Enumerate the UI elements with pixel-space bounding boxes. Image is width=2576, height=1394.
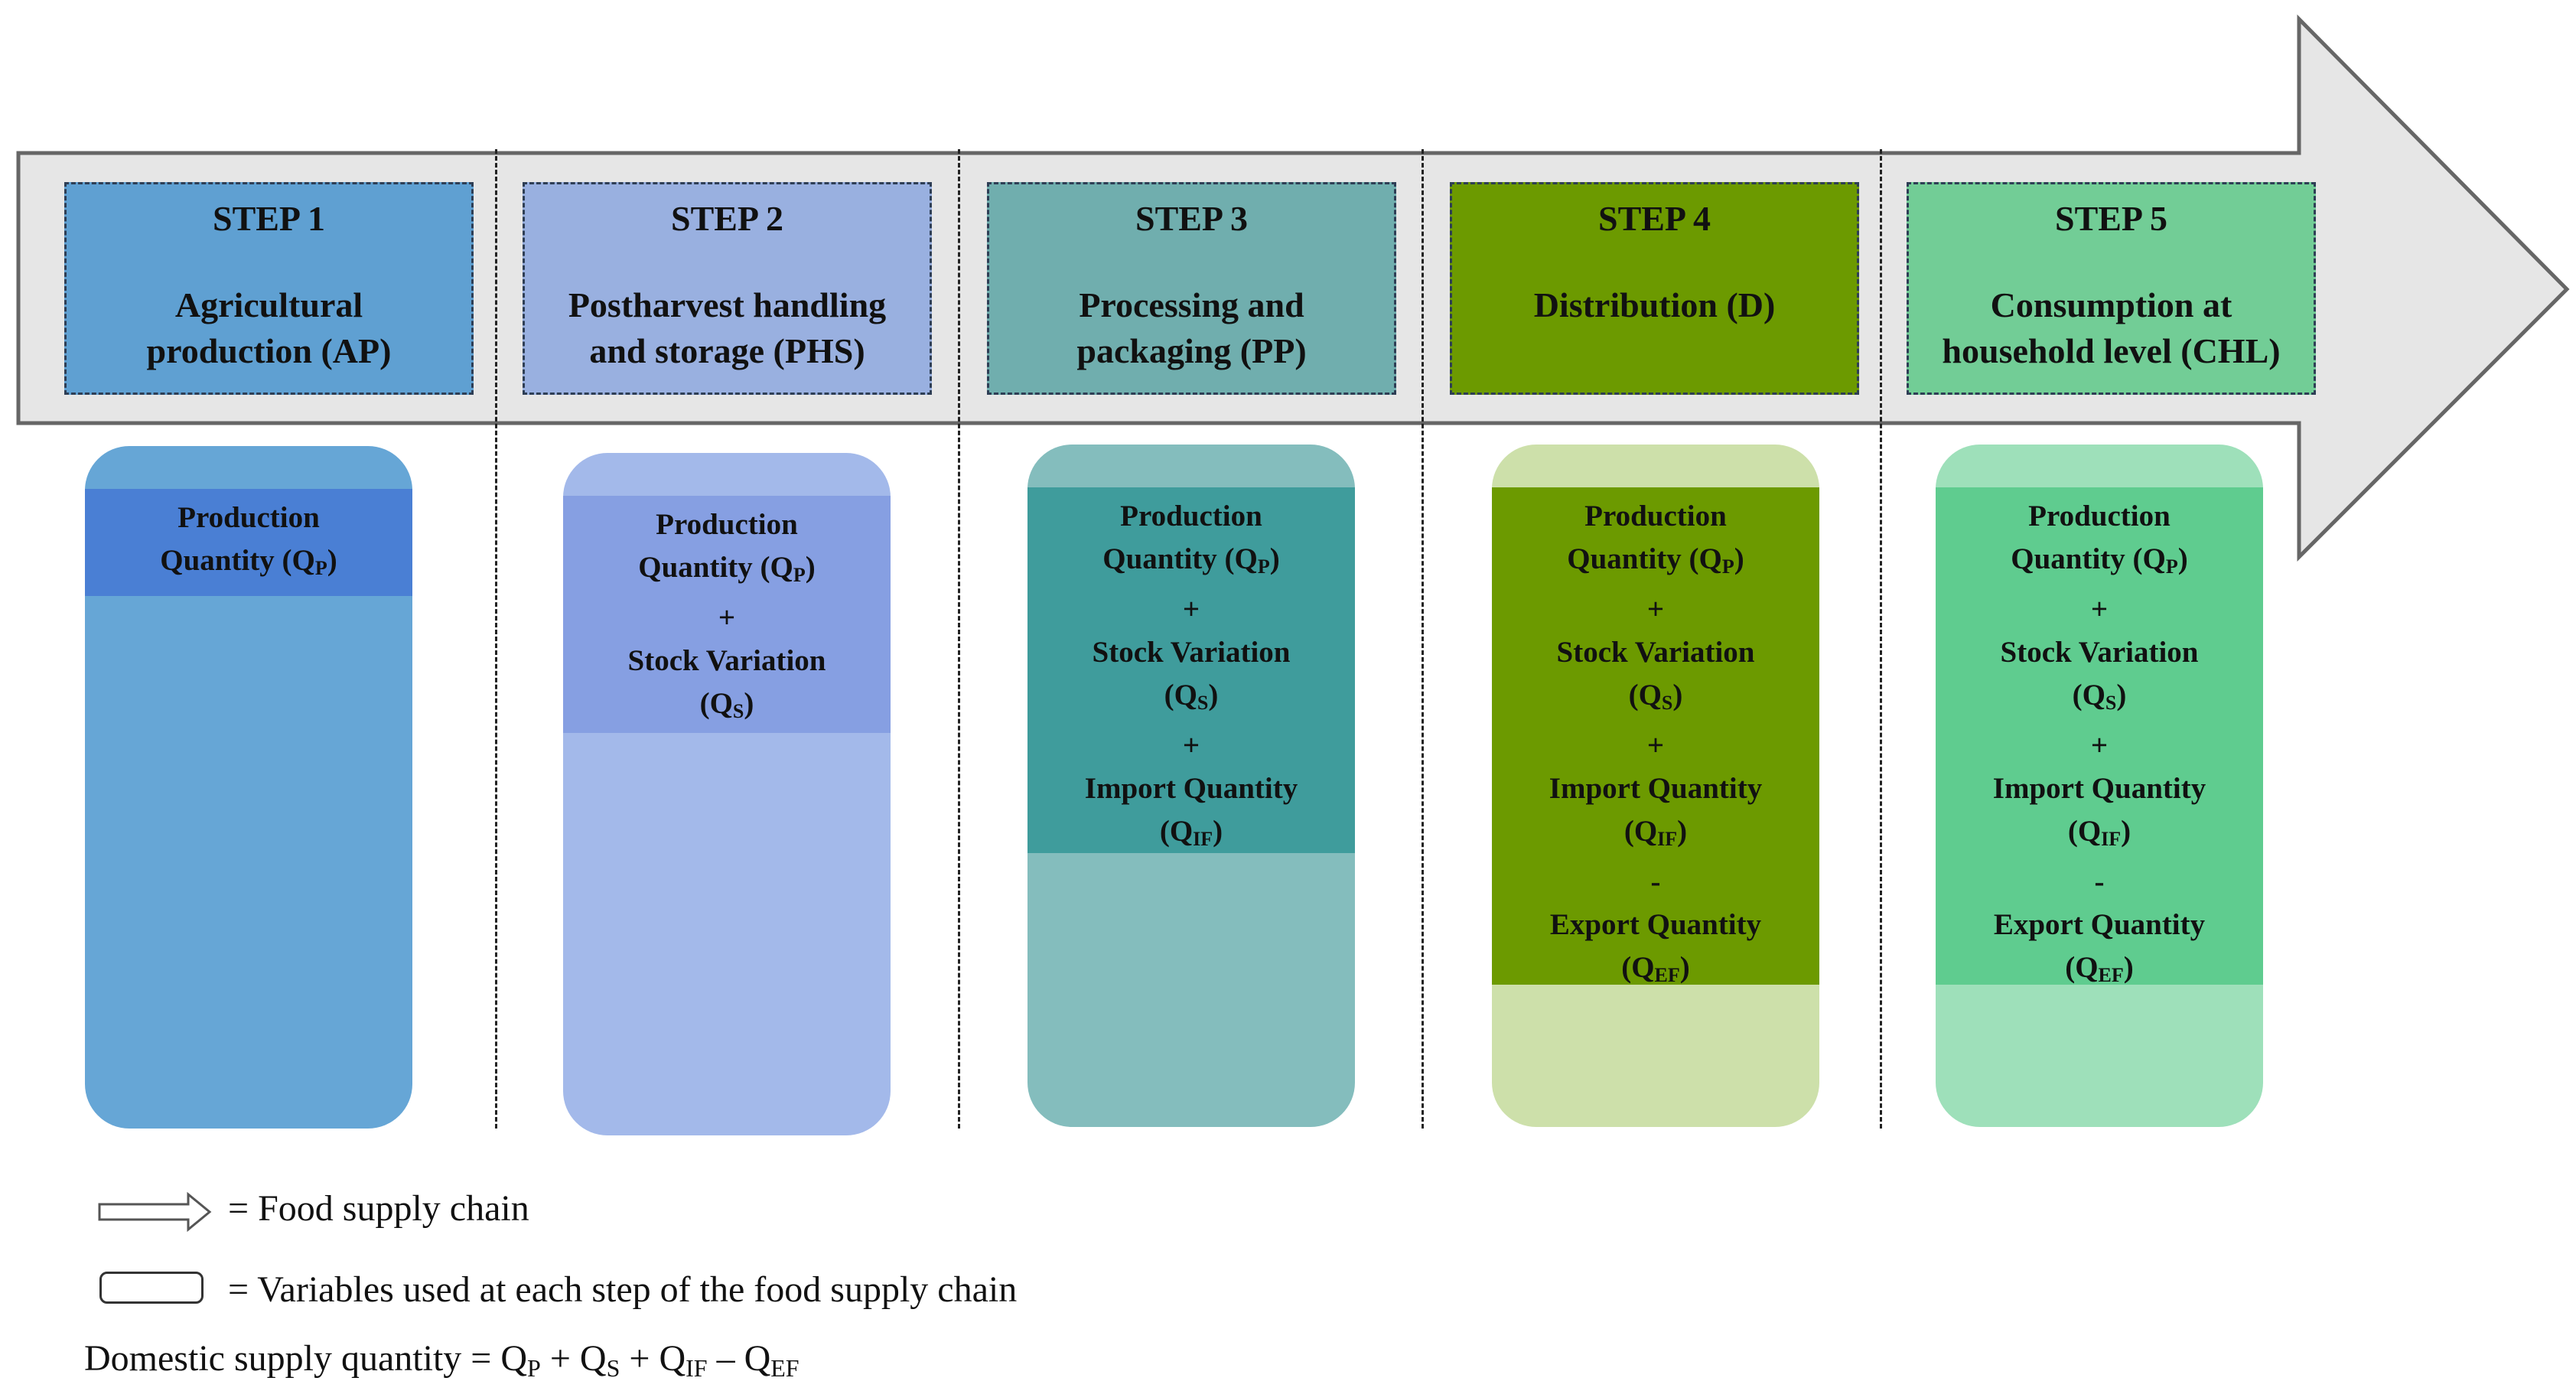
import-quantity-symbol: (QIF) xyxy=(2067,815,2131,850)
step-name-line: Consumption at xyxy=(1990,285,2232,324)
plus-operator: + xyxy=(1646,593,1665,626)
production-label: Production xyxy=(2028,500,2171,533)
export-quantity-symbol: (QEF) xyxy=(1621,951,1690,986)
production-quantity-label: Quantity (QP) xyxy=(1102,542,1280,578)
minus-operator: - xyxy=(1650,865,1661,898)
step-name: Agricultural production (AP) xyxy=(67,282,471,374)
minus-operator: - xyxy=(2094,865,2105,898)
step-1-header: STEP 1 Agricultural production (AP) xyxy=(64,182,474,395)
legend-box-icon xyxy=(99,1272,204,1304)
stock-variation-symbol: (QS) xyxy=(1628,679,1683,714)
step-name-line: and storage (PHS) xyxy=(589,331,865,370)
step-title: STEP 5 xyxy=(2054,199,2167,238)
step-name: Consumption at household level (CHL) xyxy=(1909,282,2314,374)
legend-arrow-icon xyxy=(98,1192,212,1232)
stock-variation-label: Stock Variation xyxy=(1556,636,1755,669)
step-3-header: STEP 3 Processing and packaging (PP) xyxy=(987,182,1396,395)
step-title: STEP 1 xyxy=(212,199,325,238)
production-label: Production xyxy=(1584,500,1727,533)
stock-variation-label: Stock Variation xyxy=(1092,636,1291,669)
step-name-line: Distribution (D) xyxy=(1533,285,1776,324)
legend-arrow-text: = Food supply chain xyxy=(228,1188,529,1229)
step-1-variables-box: Production Quantity (QP) xyxy=(85,446,412,1129)
step-name: Distribution (D) xyxy=(1452,282,1857,328)
step-4-header: STEP 4 Distribution (D) xyxy=(1450,182,1859,395)
import-quantity-label: Import Quantity xyxy=(1992,772,2206,805)
step-divider-1 xyxy=(495,149,497,1129)
step-title: STEP 4 xyxy=(1597,199,1711,238)
import-quantity-label: Import Quantity xyxy=(1549,772,1763,805)
stock-variation-label: Stock Variation xyxy=(2000,636,2199,669)
stock-variation-symbol: (QS) xyxy=(699,687,754,722)
production-quantity-label: Quantity (QP) xyxy=(638,551,816,586)
variables-band: Production Quantity (QP) + Stock Variati… xyxy=(1936,487,2263,986)
stock-variation-symbol: (QS) xyxy=(2072,679,2127,714)
plus-operator: + xyxy=(2090,729,2109,762)
production-label: Production xyxy=(656,508,798,541)
plus-operator: + xyxy=(1646,729,1665,762)
step-title: STEP 2 xyxy=(670,199,783,238)
formula-label: Domestic supply quantity = xyxy=(84,1338,492,1379)
production-label: Production xyxy=(1120,500,1262,533)
legend-box-text: = Variables used at each step of the foo… xyxy=(228,1269,1018,1310)
production-quantity-label: Quantity (QP) xyxy=(1567,542,1744,578)
plus-operator: + xyxy=(1182,729,1200,762)
stock-variation-label: Stock Variation xyxy=(627,644,826,677)
step-divider-2 xyxy=(958,149,960,1129)
step-3-variables-box: Production Quantity (QP) + Stock Variati… xyxy=(1027,445,1355,1127)
step-title: STEP 3 xyxy=(1135,199,1248,238)
step-name: Processing and packaging (PP) xyxy=(989,282,1394,374)
step-divider-3 xyxy=(1422,149,1424,1129)
production-label: Production xyxy=(177,501,320,534)
step-name-line: household level (CHL) xyxy=(1942,331,2281,370)
step-4-variables-box: Production Quantity (QP) + Stock Variati… xyxy=(1492,445,1819,1127)
export-quantity-symbol: (QEF) xyxy=(2065,951,2134,986)
production-quantity-label: Quantity (QP) xyxy=(160,544,337,579)
step-5-variables-box: Production Quantity (QP) + Stock Variati… xyxy=(1936,445,2263,1127)
export-quantity-label: Export Quantity xyxy=(1993,908,2206,941)
step-5-header: STEP 5 Consumption at household level (C… xyxy=(1907,182,2316,395)
import-quantity-label: Import Quantity xyxy=(1084,772,1298,805)
import-quantity-symbol: (QIF) xyxy=(1159,815,1223,850)
export-quantity-label: Export Quantity xyxy=(1549,908,1762,941)
step-name-line: Processing and xyxy=(1079,285,1304,324)
plus-operator: + xyxy=(718,601,736,634)
step-name-line: packaging (PP) xyxy=(1076,331,1307,370)
step-2-variables-box: Production Quantity (QP) + Stock Variati… xyxy=(563,453,891,1135)
domestic-supply-formula: Domestic supply quantity = QP + QS + QIF… xyxy=(84,1337,800,1383)
step-name-line: production (AP) xyxy=(146,331,392,370)
step-divider-4 xyxy=(1880,149,1882,1129)
variables-band: Production Quantity (QP) + Stock Variati… xyxy=(1492,487,1819,986)
stock-variation-symbol: (QS) xyxy=(1164,679,1219,714)
import-quantity-symbol: (QIF) xyxy=(1623,815,1688,850)
plus-operator: + xyxy=(2090,593,2109,626)
production-quantity-label: Quantity (QP) xyxy=(2011,542,2188,578)
plus-operator: + xyxy=(1182,593,1200,626)
step-name: Postharvest handling and storage (PHS) xyxy=(525,282,930,374)
step-name-line: Postharvest handling xyxy=(568,285,887,324)
formula-expression: QP + QS + QIF – QEF xyxy=(500,1338,800,1382)
step-name-line: Agricultural xyxy=(174,285,363,324)
step-2-header: STEP 2 Postharvest handling and storage … xyxy=(523,182,932,395)
variables-band: Production Quantity (QP) xyxy=(85,489,412,596)
variables-band: Production Quantity (QP) + Stock Variati… xyxy=(563,496,891,733)
variables-band: Production Quantity (QP) + Stock Variati… xyxy=(1027,487,1355,853)
